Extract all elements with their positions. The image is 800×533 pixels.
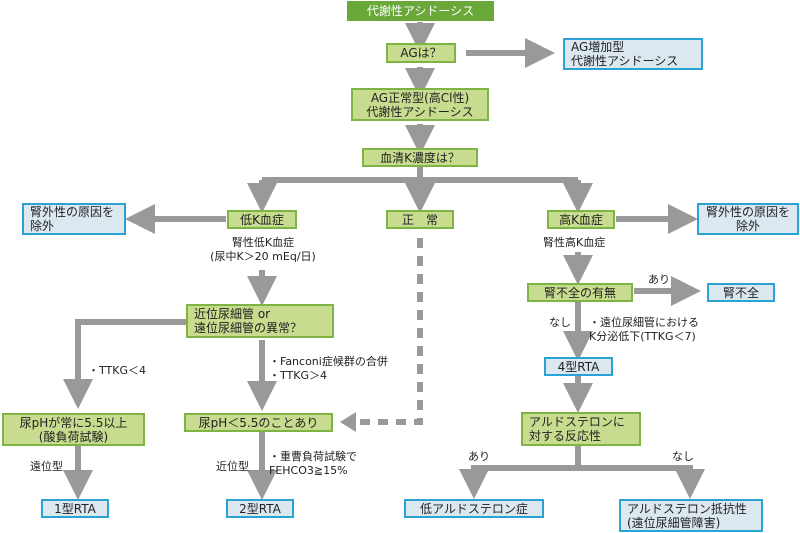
node-aldosterone-resistance: アルドステロン抵抗性 (遠位尿細管障害) [619, 499, 763, 532]
label-distal-type: 遠位型 [30, 460, 63, 473]
label-renal-failure-no: なし [549, 316, 571, 329]
node-urine-ph-low: 尿pH＜5.5のことあり [184, 413, 333, 432]
node-hypoaldosteronism: 低アルドステロン症 [404, 499, 544, 518]
label-ttkg-lt4: ・TTKG＜4 [88, 364, 146, 377]
label-renal-hypok: 腎性低K血症 (尿中K＞20 mEq/日) [210, 236, 316, 263]
node-renal-failure-question: 腎不全の有無 [527, 283, 633, 302]
label-aldo-yes: あり [468, 450, 490, 463]
label-renal-hyperk: 腎性高K血症 [543, 236, 606, 249]
node-metabolic-acidosis: 代謝性アシドーシス [347, 1, 494, 21]
node-rta4: 4型RTA [544, 357, 613, 376]
label-bicarb-test: ・重曹負荷試験で FEHCO3≧15% [269, 450, 357, 477]
node-hyperkalemia: 高K血症 [547, 210, 615, 229]
node-normal: 正 常 [386, 210, 454, 229]
node-aldosterone-response: アルドステロンに 対する反応性 [521, 412, 641, 446]
label-aldo-no: なし [672, 450, 694, 463]
label-distal-k: ・遠位尿細管における K分泌低下(TTKG＜7) [589, 316, 699, 343]
node-serum-k: 血清K濃度は？ [362, 148, 478, 167]
arrow-aldo-branch [459, 446, 581, 499]
node-rta2: 2型RTA [226, 499, 294, 518]
node-urine-ph-high: 尿pHが常に5.5以上 (酸負荷試験) [2, 413, 145, 446]
node-exclude-extrarenal-left: 腎外性の原因を 除外 [22, 203, 126, 235]
arrow-aldo-branch-right [578, 465, 705, 499]
label-fanconi: ・Fanconi症候群の合併 ・TTKG＞4 [269, 355, 388, 382]
node-renal-failure: 腎不全 [707, 283, 775, 302]
node-ag-normal: AG正常型(高Cl性) 代謝性アシドーシス [351, 88, 489, 121]
node-ag-question: AGは？ [386, 43, 456, 63]
label-renal-failure-yes: あり [648, 273, 670, 286]
label-proximal-type: 近位型 [216, 460, 249, 473]
arrow-tubule-to-left [63, 319, 186, 409]
dashed-normal-to-ph-low [352, 238, 423, 425]
dashed-arrowhead [340, 412, 356, 432]
node-tubule-question: 近位尿細管 or 遠位尿細管の異常？ [186, 304, 334, 338]
node-exclude-extrarenal-right: 腎外性の原因を 除外 [697, 203, 799, 235]
node-ag-increased: AG増加型 代謝性アシドーシス [563, 38, 703, 70]
node-rta1: 1型RTA [41, 499, 109, 518]
node-hypokalemia: 低K血症 [227, 210, 297, 229]
